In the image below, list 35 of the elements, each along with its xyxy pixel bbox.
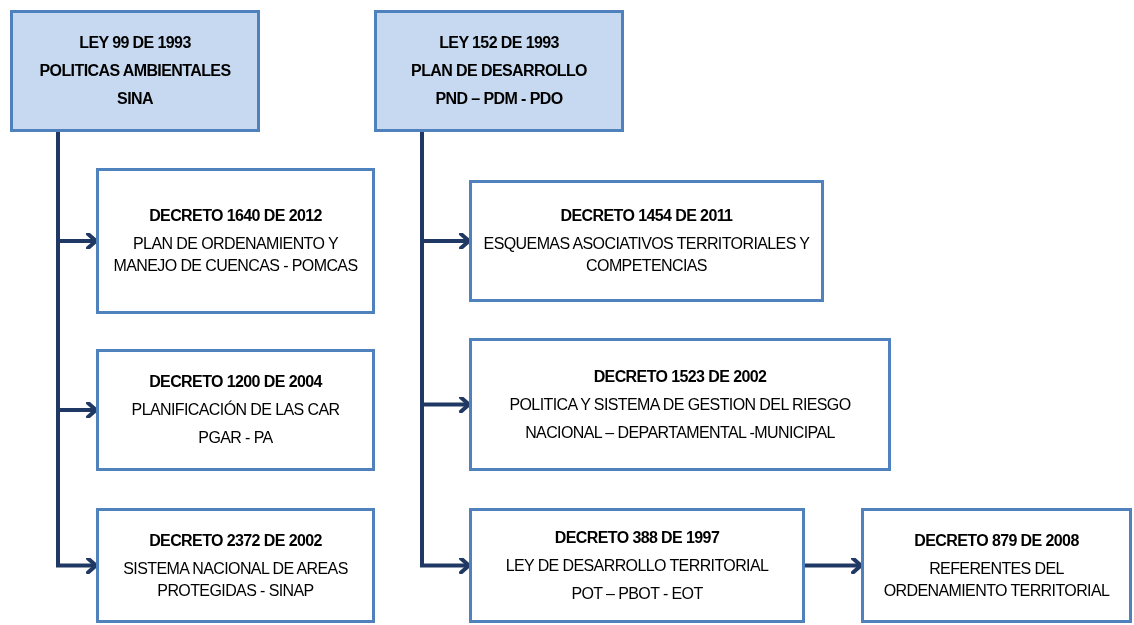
box-heading: DECRETO 1640 DE 2012 <box>149 206 322 226</box>
box-heading: DECRETO 1454 DE 2011 <box>560 206 733 226</box>
box-text: PLAN DE DESARROLLO <box>411 61 587 81</box>
box-text: SISTEMA NACIONAL DE AREAS PROTEGIDAS - SINAP <box>122 558 349 601</box>
box-heading: DECRETO 388 DE 1997 <box>554 527 720 548</box>
box-text: PND – PDM - PDO <box>435 89 563 109</box>
box-text: POLITICA Y SISTEMA DE GESTION DEL RIESGO <box>509 394 851 415</box>
decree-box <box>96 168 375 314</box>
law-box <box>10 10 260 132</box>
arrow <box>56 132 98 575</box>
decree-box <box>469 508 805 623</box>
box-text: REFERENTES DEL ORDENAMIENTO TERRITORIAL <box>882 558 1111 601</box>
decree-box <box>96 349 375 471</box>
decree-box <box>469 180 824 302</box>
box-text: POLITICAS AMBIENTALES <box>39 61 231 81</box>
decree-box <box>469 338 891 471</box>
decree-box <box>96 508 375 623</box>
box-heading: LEY 152 DE 1993 <box>439 33 559 53</box>
box-heading: DECRETO 879 DE 2008 <box>914 530 1079 551</box>
box-text: ESQUEMAS ASOCIATIVOS TERRITORIALES Y COMPETENCIAS <box>482 234 811 276</box>
box-text: PLAN DE ORDENAMIENTO Y MANEJO DE CUENCAS - POMCAS <box>112 234 359 276</box>
box-text: PGAR - PA <box>198 428 273 448</box>
box-text: LEY DE DESARROLLO TERRITORIAL <box>505 555 769 576</box>
box-heading: DECRETO 1200 DE 2004 <box>149 372 322 392</box>
arrow <box>420 132 471 575</box>
decree-box <box>861 508 1132 623</box>
box-heading: DECRETO 1523 DE 2002 <box>593 366 767 387</box>
arrow <box>805 556 863 575</box>
box-text: NACIONAL – DEPARTAMENTAL -MUNICIPAL <box>525 422 835 443</box>
box-heading: LEY 99 DE 1993 <box>79 33 191 53</box>
box-text: PLANIFICACIÓN DE LAS CAR <box>131 399 340 420</box>
box-heading: DECRETO 2372 DE 2002 <box>149 530 322 551</box>
box-text: POT – PBOT - EOT <box>571 583 703 604</box>
box-text: SINA <box>117 89 153 109</box>
law-box <box>374 10 624 132</box>
